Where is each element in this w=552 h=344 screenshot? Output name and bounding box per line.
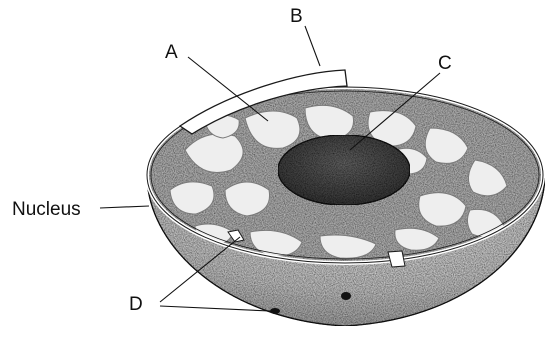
label-d: D [129,294,143,315]
dark-speck [341,292,351,300]
label-b: B [290,6,303,27]
dark-speck [270,308,280,314]
label-a: A [165,42,178,63]
nucleus-organelle [278,135,410,205]
label-nucleus: Nucleus [12,199,81,220]
label-c: C [438,53,452,74]
